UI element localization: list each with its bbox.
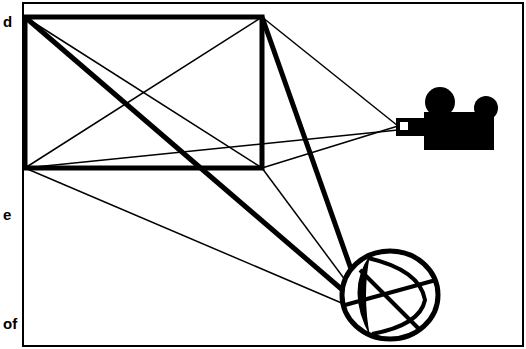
- screen-diagonal: [25, 17, 262, 168]
- sight-lines: [25, 17, 362, 310]
- cropped-text: e: [3, 207, 11, 222]
- screen-diagonal: [25, 17, 262, 168]
- frame: [23, 3, 523, 346]
- cropped-text: of: [3, 316, 17, 331]
- eye-icon: [342, 251, 438, 339]
- screen: [25, 17, 262, 168]
- cropped-text: d: [3, 14, 12, 29]
- projector-icon: [396, 87, 498, 150]
- projector-rays: [25, 17, 398, 168]
